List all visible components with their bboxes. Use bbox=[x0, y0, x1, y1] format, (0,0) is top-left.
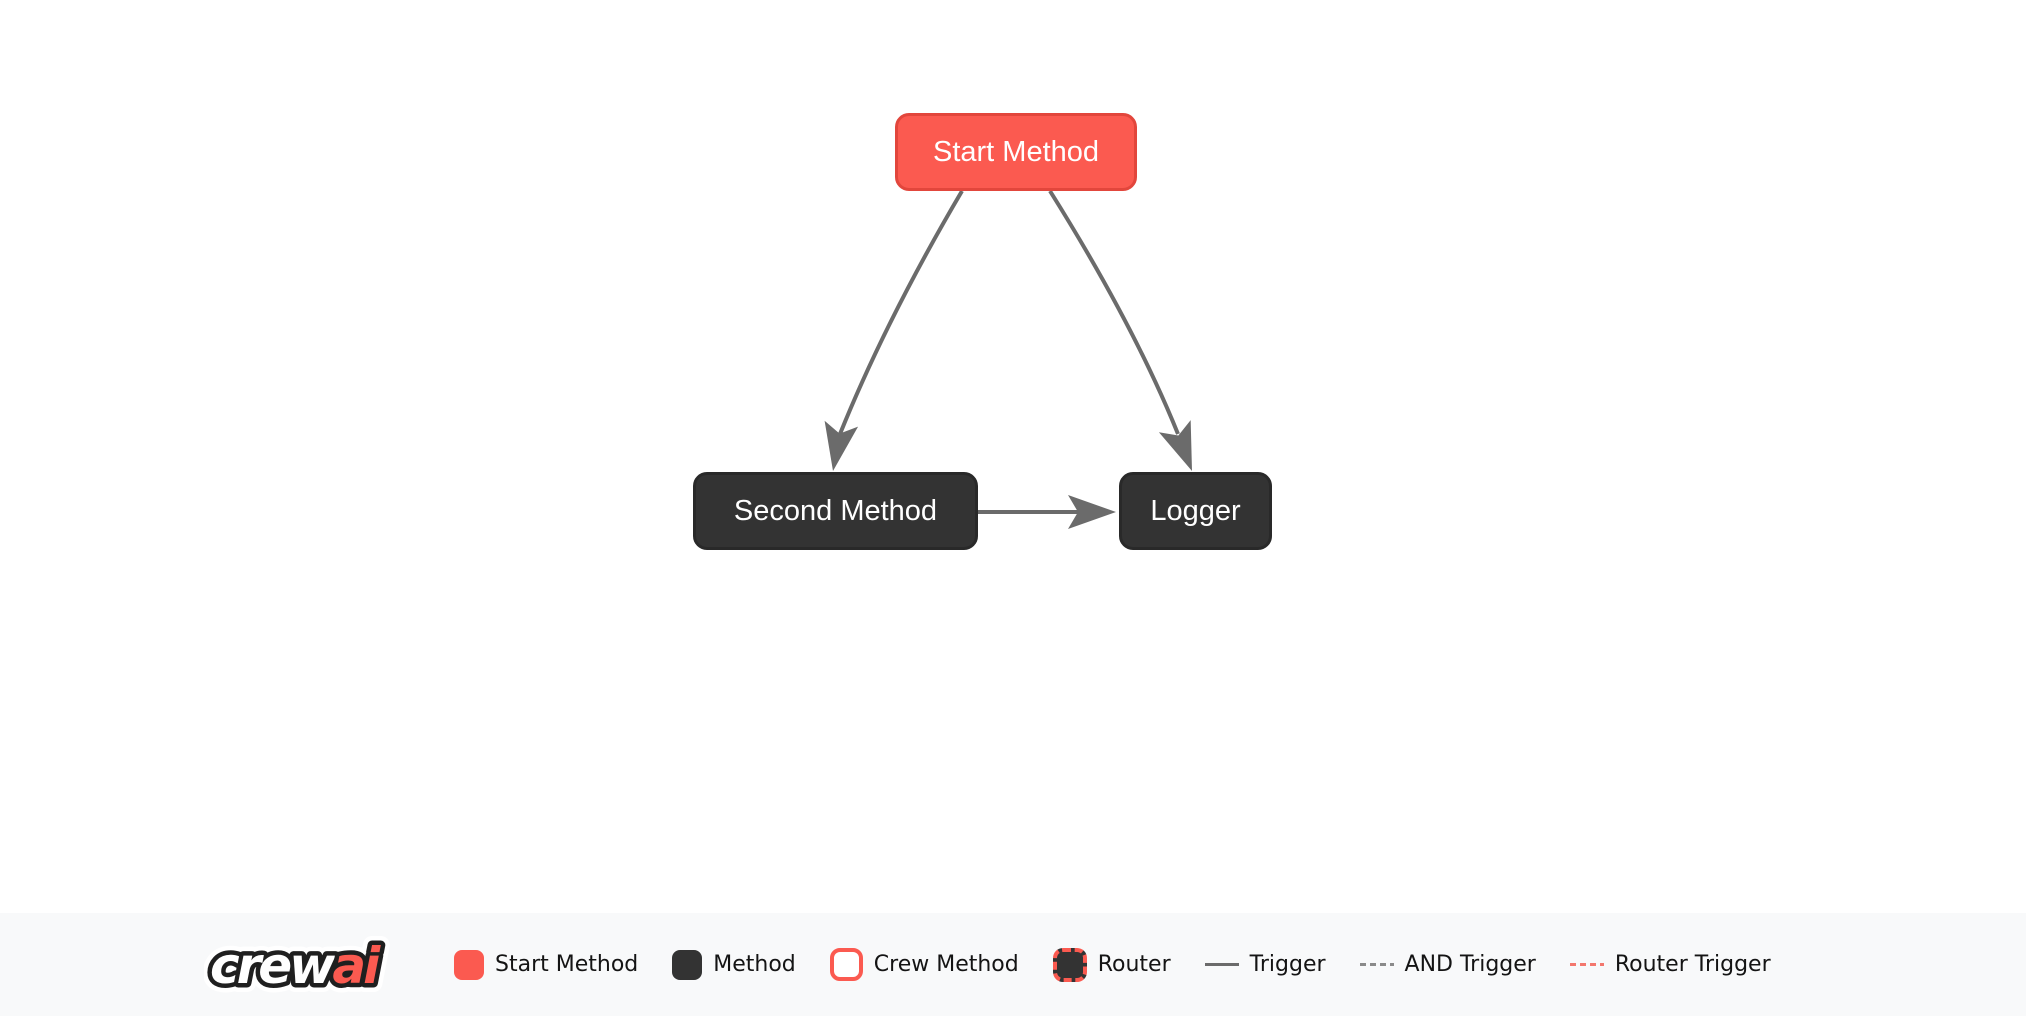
node-second-method-label: Second Method bbox=[733, 494, 938, 527]
legend-label-and-trigger: AND Trigger bbox=[1404, 952, 1536, 977]
legend-label-crew-method: Crew Method bbox=[873, 952, 1019, 977]
svg-text:crewai: crewai bbox=[210, 937, 381, 995]
flow-network-canvas[interactable]: Start Method Second Method Logger bbox=[0, 0, 2026, 913]
node-logger[interactable]: Logger bbox=[1119, 472, 1272, 550]
legend-item-router-trigger: Router Trigger bbox=[1569, 952, 1771, 977]
arrowhead-start-to-logger bbox=[1158, 420, 1192, 471]
legend-item-method: Method bbox=[672, 949, 796, 980]
and-trigger-line-icon bbox=[1359, 963, 1394, 966]
legend-item-trigger: Trigger bbox=[1204, 952, 1326, 977]
legend-label-method: Method bbox=[713, 952, 796, 977]
edge-start-to-second bbox=[838, 189, 964, 435]
legend-label-router-trigger: Router Trigger bbox=[1614, 952, 1771, 977]
edges-layer bbox=[824, 189, 1192, 529]
legend-item-start-method: Start Method bbox=[454, 949, 639, 980]
legend-item-crew-method: Crew Method bbox=[829, 948, 1019, 981]
legend-item-and-trigger: AND Trigger bbox=[1359, 952, 1536, 977]
method-node-swatch-icon bbox=[672, 949, 703, 980]
node-logger-label: Logger bbox=[1150, 494, 1241, 527]
legend-bar: crewai crewai Start Method Method Crew M… bbox=[0, 913, 2026, 1016]
arrowhead-second-to-logger bbox=[1068, 495, 1116, 529]
trigger-line-icon bbox=[1204, 963, 1239, 966]
node-start-method-label: Start Method bbox=[932, 135, 1100, 168]
legend-label-router: Router bbox=[1097, 952, 1171, 977]
arrowhead-start-to-second bbox=[824, 420, 859, 471]
start-node-swatch-icon bbox=[454, 949, 484, 980]
legend-label-start-method: Start Method bbox=[495, 952, 639, 977]
router-trigger-line-icon bbox=[1569, 963, 1604, 966]
crewai-logo-icon: crewai crewai bbox=[204, 928, 393, 1003]
svg-text:crewai: crewai bbox=[210, 937, 381, 995]
edge-start-to-logger bbox=[1048, 189, 1180, 435]
crewai-logo: crewai crewai bbox=[204, 927, 420, 1003]
legend-item-router: Router bbox=[1052, 947, 1171, 982]
crew-method-node-swatch-icon bbox=[829, 948, 863, 981]
legend-label-trigger: Trigger bbox=[1249, 952, 1326, 977]
router-node-swatch-icon bbox=[1052, 947, 1087, 982]
node-second-method[interactable]: Second Method bbox=[693, 472, 978, 550]
node-start-method[interactable]: Start Method bbox=[895, 113, 1137, 191]
